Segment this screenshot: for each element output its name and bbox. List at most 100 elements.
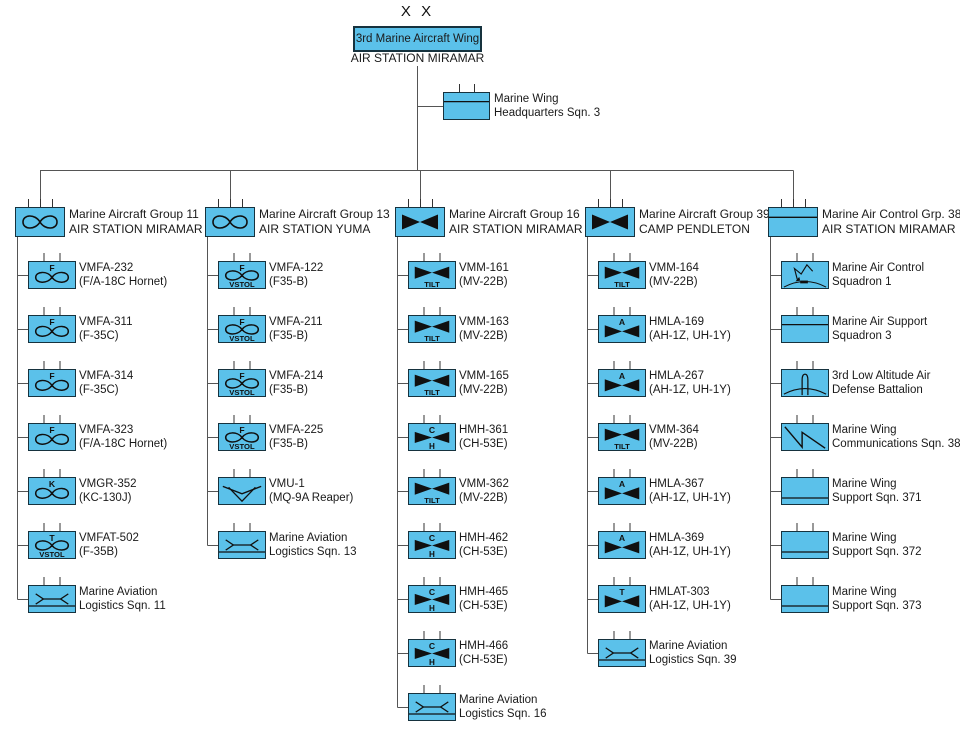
unit-label: HMH-462(CH-53E) bbox=[459, 531, 508, 559]
svg-text:H: H bbox=[429, 604, 435, 612]
group-location: CAMP PENDLETON bbox=[639, 222, 750, 236]
unit-name: Marine Wing bbox=[494, 93, 559, 105]
rotary-wing-icon: A bbox=[604, 317, 640, 338]
unit-name: 3rd Low Altitude Air bbox=[832, 370, 931, 382]
unit-name: Marine Air Support bbox=[832, 316, 928, 328]
unit-detail: (KC-130J) bbox=[79, 492, 132, 504]
unit-name: VMFA-311 bbox=[79, 316, 133, 328]
unit-name: Marine Aviation bbox=[459, 694, 538, 706]
unit-name: HMLAT-303 bbox=[649, 586, 710, 598]
fixed-wing-icon: T VSTOL bbox=[34, 533, 70, 558]
rotary-wing-icon: TILT bbox=[414, 482, 450, 504]
rotary-wing-icon: A bbox=[604, 371, 640, 392]
rotary-wing-icon: CH bbox=[414, 425, 450, 450]
svg-text:T: T bbox=[49, 533, 55, 543]
group-box-marine-aircraft-group-16 bbox=[395, 207, 445, 237]
svg-text:VSTOL: VSTOL bbox=[229, 442, 255, 450]
rotary-wing-icon bbox=[592, 214, 628, 230]
unit-label: VMFA-314 (F-35C) bbox=[79, 369, 133, 397]
svg-text:C: C bbox=[429, 533, 435, 543]
unit-box-hmla-367-ah-1z-uh-1y: A bbox=[598, 477, 646, 505]
group-location: AIR STATION YUMA bbox=[259, 222, 371, 236]
unit-detail: (CH-53E) bbox=[459, 546, 508, 558]
support-band-icon bbox=[782, 551, 828, 553]
fixed-wing-icon: F bbox=[34, 371, 70, 391]
unit-detail: (F/A-18C Hornet) bbox=[79, 438, 168, 450]
unit-detail: (F/A-18C Hornet) bbox=[79, 276, 168, 288]
group-name: Marine Aircraft Group 16 bbox=[449, 207, 580, 221]
unit-detail: (F-35C) bbox=[79, 384, 119, 396]
unit-name: Marine Wing bbox=[832, 532, 897, 544]
unit-box-vmm-161-mv-22b: TILT bbox=[408, 261, 456, 289]
svg-text:VSTOL: VSTOL bbox=[39, 550, 65, 558]
unit-label: VMM-165(MV-22B) bbox=[459, 369, 509, 397]
unit-detail: (MV-22B) bbox=[459, 492, 508, 504]
group-box-marine-aircraft-group-11 bbox=[15, 207, 65, 237]
svg-text:C: C bbox=[429, 641, 435, 651]
unit-box-marine-wing-support-sqn-371 bbox=[781, 477, 829, 505]
unit-label: HMLA-367(AH-1Z, UH-1Y) bbox=[649, 477, 731, 505]
unit-name: VMU-1 bbox=[269, 478, 305, 490]
unit-box-hmlat-303-ah-1z-uh-1y: T bbox=[598, 585, 646, 613]
unit-name: Marine Aviation bbox=[649, 640, 728, 652]
unit-box-vmfat-502-f-35b: T VSTOL bbox=[28, 531, 76, 559]
unit-label: HMH-465(CH-53E) bbox=[459, 585, 508, 613]
rotary-wing-icon: TILT bbox=[414, 266, 450, 288]
unit-detail: Support Sqn. 372 bbox=[832, 546, 922, 558]
svg-text:VSTOL: VSTOL bbox=[229, 280, 255, 288]
air-defense-dome-icon bbox=[783, 373, 827, 396]
wing-echelon-marks: X X bbox=[400, 3, 435, 20]
unit-label: VMM-163(MV-22B) bbox=[459, 315, 509, 343]
unit-detail: (CH-53E) bbox=[459, 654, 508, 666]
unit-name: VMM-164 bbox=[649, 262, 699, 274]
svg-text:TILT: TILT bbox=[424, 280, 440, 288]
unit-label: VMFA-323(F/A-18C Hornet) bbox=[79, 423, 167, 451]
unit-name: HMLA-169 bbox=[649, 316, 704, 328]
unit-name: HMH-465 bbox=[459, 586, 509, 598]
unit-detail: Logistics Sqn. 39 bbox=[649, 654, 737, 666]
unit-name: VMGR-352 bbox=[79, 478, 137, 490]
support-band-icon bbox=[782, 497, 828, 499]
group-name: Marine Aircraft Group 13 bbox=[259, 207, 390, 221]
unit-label: VMM-161(MV-22B) bbox=[459, 261, 509, 289]
svg-text:VSTOL: VSTOL bbox=[229, 388, 255, 396]
unit-box-marine-wing-support-sqn-373 bbox=[781, 585, 829, 613]
unit-detail: (MV-22B) bbox=[459, 330, 508, 342]
unit-label: VMM-364(MV-22B) bbox=[649, 423, 699, 451]
unit-label: VMFAT-502(F-35B) bbox=[79, 531, 139, 559]
rotary-wing-icon: A bbox=[604, 533, 640, 554]
unit-box-marine-air-control-squadron-1 bbox=[781, 261, 829, 289]
unit-detail: (AH-1Z, UH-1Y) bbox=[649, 330, 731, 342]
unit-label: HMLAT-303(AH-1Z, UH-1Y) bbox=[649, 585, 731, 613]
unit-box-vmfa-232-f-a-18c-hornet: F bbox=[28, 261, 76, 289]
unit-name: VMFA-314 bbox=[79, 370, 134, 382]
support-band-icon bbox=[782, 605, 828, 607]
svg-text:H: H bbox=[429, 442, 435, 450]
unit-box-marine-wing-communications-sqn-38 bbox=[781, 423, 829, 451]
unit-label: VMFA-122(F35-B) bbox=[269, 261, 323, 289]
unit-label: HMH-466(CH-53E) bbox=[459, 639, 508, 667]
wing-title: 3rd Marine Aircraft Wing bbox=[355, 33, 480, 45]
svg-text:F: F bbox=[239, 263, 244, 273]
uav-icon bbox=[222, 485, 262, 503]
svg-text:TILT: TILT bbox=[424, 334, 440, 342]
air-control-radar-icon bbox=[783, 263, 827, 288]
svg-text:H: H bbox=[429, 550, 435, 558]
unit-box-marine-wing-support-sqn-372 bbox=[781, 531, 829, 559]
svg-text:TILT: TILT bbox=[424, 496, 440, 504]
unit-label: VMM-164(MV-22B) bbox=[649, 261, 699, 289]
unit-detail: Logistics Sqn. 16 bbox=[459, 708, 547, 720]
